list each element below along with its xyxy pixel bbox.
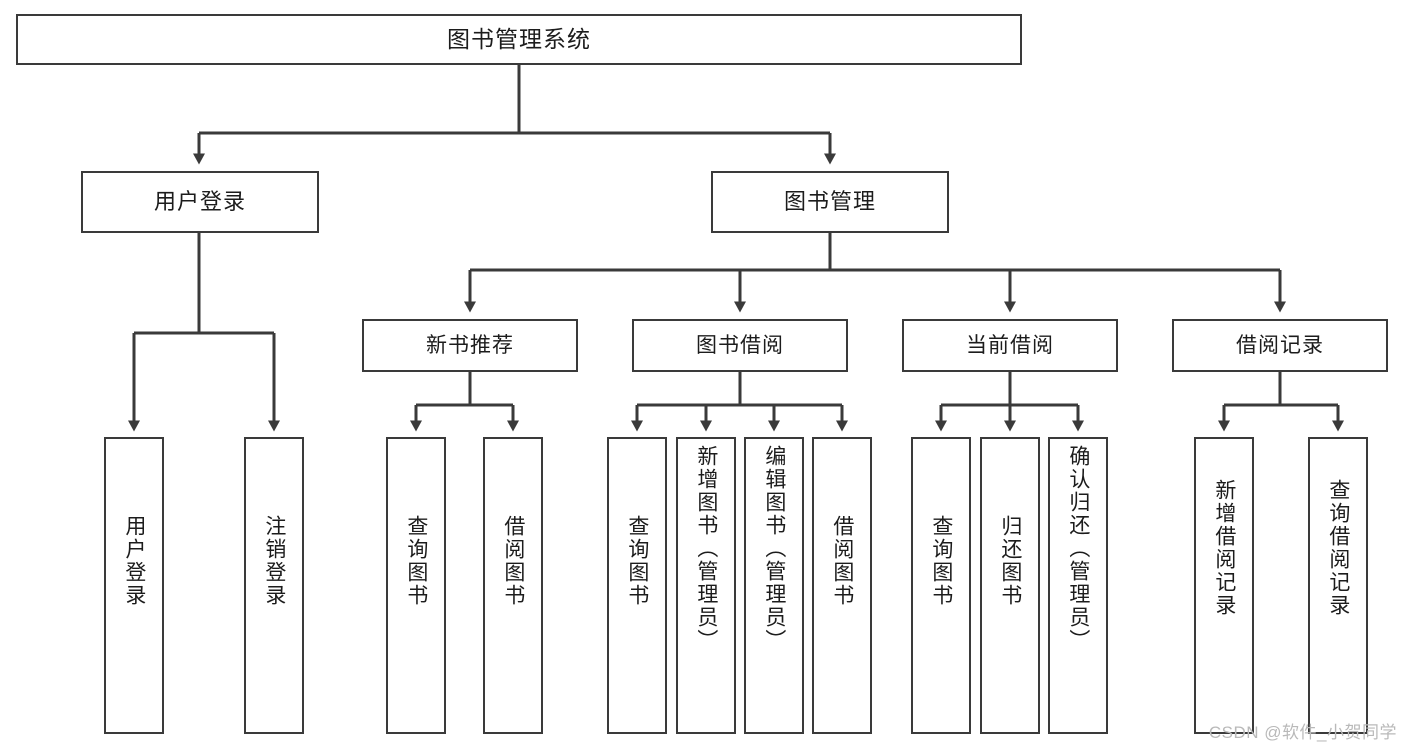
- leaf-borrow-query-book-label: 查询图书: [625, 515, 649, 607]
- leaf-add-book-admin-label: 新增图书（管理员）: [694, 445, 718, 652]
- leaf-borrow-book-label: 借阅图书: [830, 515, 854, 607]
- leaf-new-book-borrow[interactable]: 借阅图书: [483, 437, 543, 734]
- node-user-login[interactable]: 用户登录: [81, 171, 319, 233]
- node-user-login-label: 用户登录: [153, 189, 246, 214]
- leaf-logout-label: 注销登录: [262, 515, 286, 607]
- node-new-book-recommend[interactable]: 新书推荐: [362, 319, 578, 372]
- node-book-borrow[interactable]: 图书借阅: [632, 319, 848, 372]
- leaf-logout[interactable]: 注销登录: [244, 437, 304, 734]
- leaf-edit-book-admin[interactable]: 编辑图书（管理员）: [744, 437, 804, 734]
- leaf-user-login-label: 用户登录: [122, 515, 146, 607]
- node-current-borrow-label: 当前借阅: [966, 334, 1054, 357]
- leaf-edit-book-admin-label: 编辑图书（管理员）: [762, 445, 786, 652]
- leaf-query-borrow-record-label: 查询借阅记录: [1326, 479, 1350, 617]
- leaf-new-book-query-label: 查询图书: [404, 515, 428, 607]
- leaf-new-book-borrow-label: 借阅图书: [501, 515, 525, 607]
- leaf-new-book-query[interactable]: 查询图书: [386, 437, 446, 734]
- node-book-management[interactable]: 图书管理: [711, 171, 949, 233]
- leaf-confirm-return-admin-label: 确认归还（管理员）: [1066, 445, 1090, 652]
- node-root[interactable]: 图书管理系统: [16, 14, 1022, 65]
- node-book-management-label: 图书管理: [783, 189, 876, 214]
- node-borrow-record-label: 借阅记录: [1236, 334, 1324, 357]
- leaf-return-book[interactable]: 归还图书: [980, 437, 1040, 734]
- node-new-book-recommend-label: 新书推荐: [426, 334, 514, 357]
- leaf-confirm-return-admin[interactable]: 确认归还（管理员）: [1048, 437, 1108, 734]
- leaf-borrow-query-book[interactable]: 查询图书: [607, 437, 667, 734]
- leaf-add-borrow-record[interactable]: 新增借阅记录: [1194, 437, 1254, 734]
- leaf-borrow-book[interactable]: 借阅图书: [812, 437, 872, 734]
- node-current-borrow[interactable]: 当前借阅: [902, 319, 1118, 372]
- leaf-return-book-label: 归还图书: [998, 515, 1022, 607]
- leaf-add-book-admin[interactable]: 新增图书（管理员）: [676, 437, 736, 734]
- leaf-current-query-book[interactable]: 查询图书: [911, 437, 971, 734]
- node-book-borrow-label: 图书借阅: [696, 334, 784, 357]
- leaf-add-borrow-record-label: 新增借阅记录: [1212, 479, 1236, 617]
- node-root-label: 图书管理系统: [447, 26, 591, 52]
- leaf-query-borrow-record[interactable]: 查询借阅记录: [1308, 437, 1368, 734]
- leaf-current-query-book-label: 查询图书: [929, 515, 953, 607]
- leaf-user-login[interactable]: 用户登录: [104, 437, 164, 734]
- node-borrow-record[interactable]: 借阅记录: [1172, 319, 1388, 372]
